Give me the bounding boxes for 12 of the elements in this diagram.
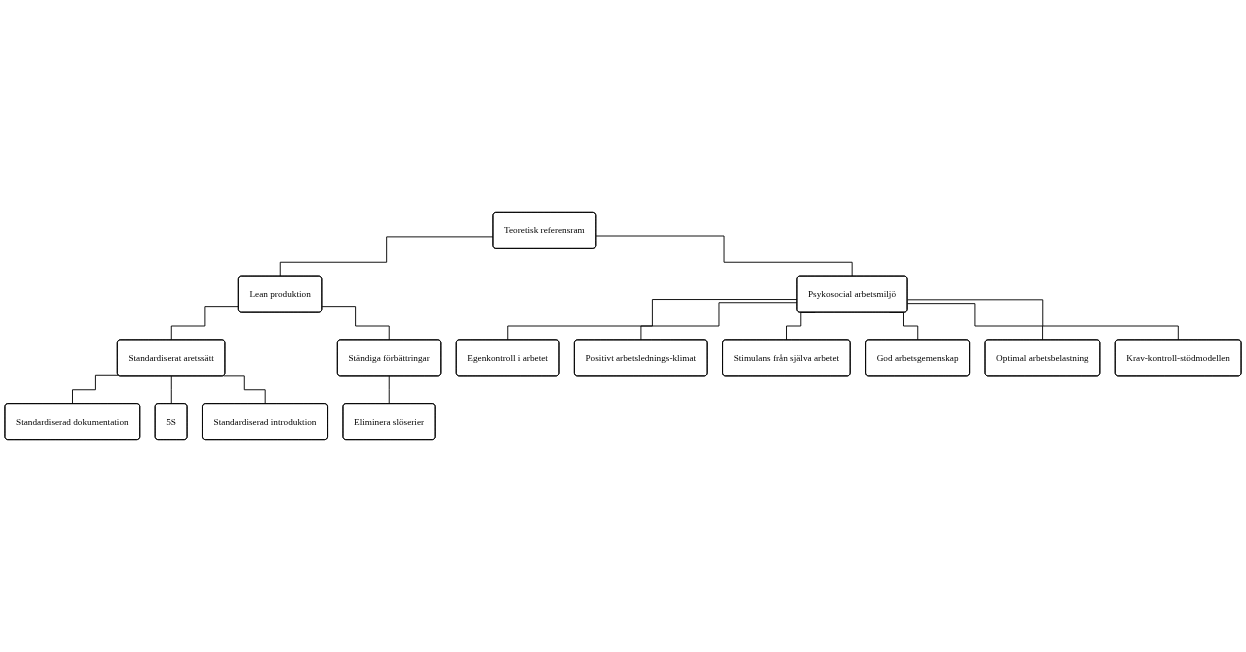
connector [595, 235, 853, 277]
connector [640, 302, 798, 341]
connector [906, 303, 1044, 341]
connector [170, 375, 172, 405]
connector [72, 374, 119, 405]
connector [279, 236, 494, 277]
connector [170, 306, 240, 341]
connector [321, 306, 390, 341]
connector [388, 375, 390, 405]
connector [507, 299, 798, 341]
connector [906, 299, 1179, 341]
connector [223, 375, 266, 405]
